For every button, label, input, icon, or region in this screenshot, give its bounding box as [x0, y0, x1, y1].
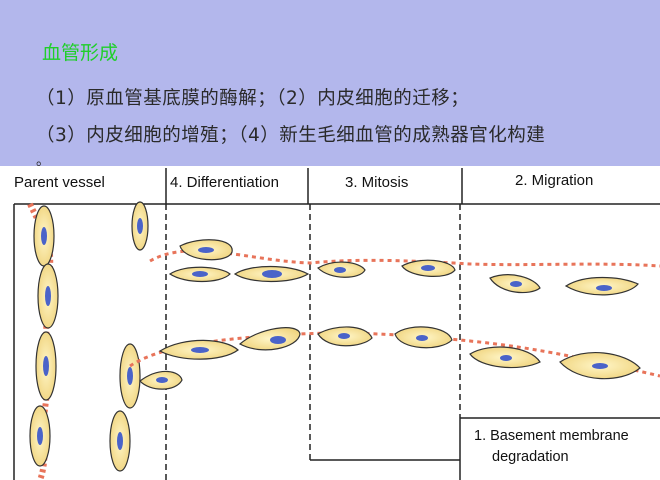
mitosis-label: 3. Mitosis	[345, 174, 409, 191]
differentiation-label: 4. Differentiation	[170, 174, 279, 191]
parent-vessel-nuclei	[37, 218, 143, 450]
upper-sprout	[149, 239, 660, 296]
basement-membrane-label: 1. Basement membrane	[474, 428, 629, 444]
text-line-3: 。	[36, 153, 51, 169]
degradation-label: degradation	[492, 449, 569, 465]
slide-title: 血管形成	[42, 42, 119, 64]
parent-vessel-label: Parent vessel	[14, 174, 105, 191]
angiogenesis-figure: Parent vessel 4. Differentiation 3. Mito…	[0, 166, 660, 480]
angiogenesis-diagram	[13, 168, 660, 480]
text-line-1: （1）原血管基底膜的酶解；（2）内皮细胞的迁移；	[36, 88, 470, 109]
lower-sprout	[129, 326, 660, 390]
panel-frame	[13, 168, 660, 480]
migration-label: 2. Migration	[515, 172, 594, 189]
text-line-2: （3）内皮细胞的增殖；（4）新生毛细血管的成熟器官化构建	[36, 125, 546, 146]
parent-vessel-cells	[27, 201, 149, 480]
